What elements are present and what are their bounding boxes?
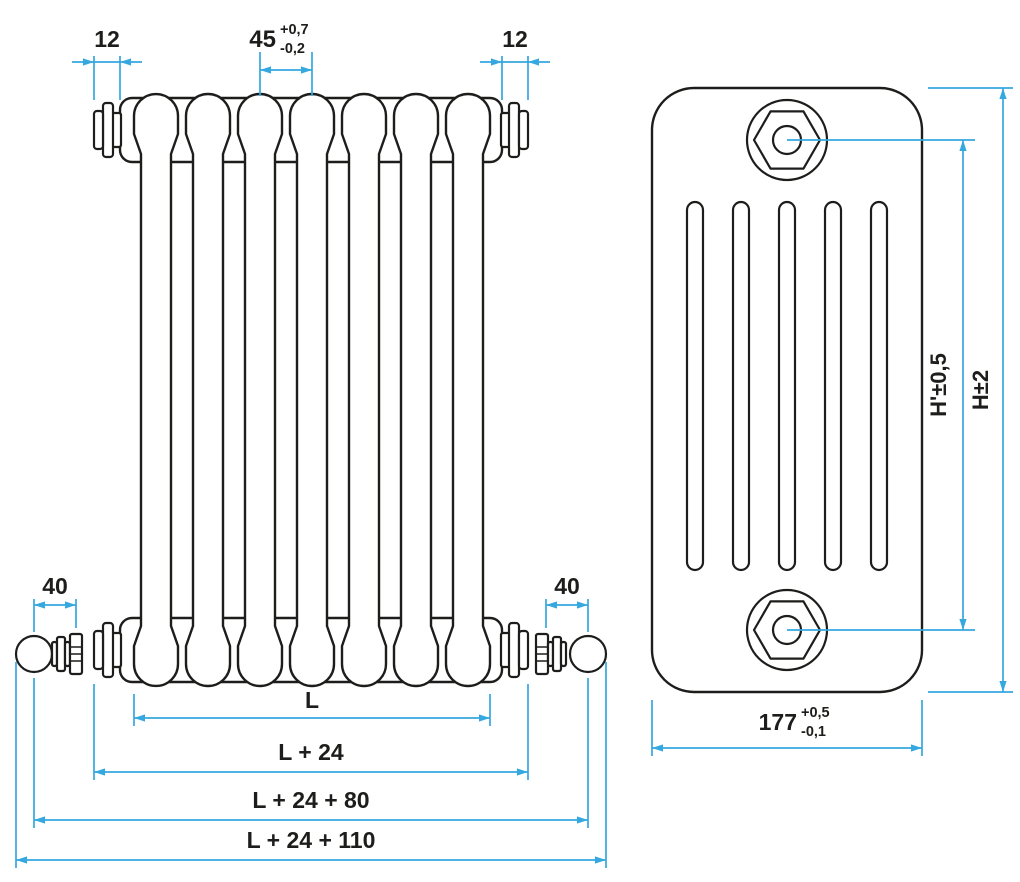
side-slot: [823, 200, 843, 572]
dim-length: L: [133, 687, 491, 726]
dim-length-tappings: L + 24: [93, 684, 529, 780]
radiator-columns: [132, 92, 492, 688]
valve-right: [534, 632, 608, 676]
radiator-column: [340, 92, 388, 688]
dim-overall-height: H±2: [928, 87, 1013, 693]
dim-top-left-offset-label: 12: [94, 26, 120, 52]
tapping-bottom-left: [92, 621, 123, 679]
dim-column-pitch: 45 +0,7 -0,2: [249, 22, 313, 96]
dim-length-label: L: [305, 687, 319, 713]
side-view: H'±0,5 H±2 177 +0,5 -0,1: [650, 86, 1013, 756]
radiator-column: [132, 92, 180, 688]
side-slot: [777, 200, 797, 572]
tapping-bottom-right: [499, 621, 530, 679]
radiator-column: [444, 92, 492, 688]
dim-depth: 177 +0,5 -0,1: [651, 700, 923, 756]
valve-left: [14, 632, 84, 676]
dim-overall-height-label: H±2: [968, 370, 993, 410]
dim-bottom-right-offset: 40: [545, 573, 589, 632]
dim-bottom-left-offset: 40: [33, 573, 77, 632]
radiator-column: [288, 92, 336, 688]
dim-top-left-offset: 12: [72, 26, 142, 100]
dim-length-valves-label: L + 24 + 80: [252, 787, 369, 813]
dim-length-tappings-label: L + 24: [278, 739, 344, 765]
dim-bottom-right-offset-label: 40: [554, 573, 580, 599]
radiator-column: [392, 92, 440, 688]
side-slots: [685, 200, 889, 572]
dim-length-overall-label: L + 24 + 110: [247, 827, 376, 853]
dim-top-right-offset: 12: [480, 26, 550, 100]
dim-tapping-axis-height-label: H'±0,5: [926, 353, 951, 417]
tapping-top-right: [499, 101, 530, 159]
dim-length-overall: L + 24 + 110: [15, 662, 607, 868]
tapping-top-left: [92, 101, 123, 159]
front-view: 12 12 45 +0,7 -0,2 40 40: [14, 22, 608, 868]
radiator-column: [184, 92, 232, 688]
dim-column-pitch-tol-plus: +0,7: [280, 22, 309, 38]
dim-tapping-axis-height: H'±0,5: [787, 139, 975, 631]
dim-top-right-offset-label: 12: [502, 26, 528, 52]
radiator-column: [236, 92, 284, 688]
dim-column-pitch-label: 45: [249, 26, 276, 53]
dim-depth-tol-plus: +0,5: [801, 705, 830, 721]
side-slot: [685, 200, 705, 572]
dim-length-valves: L + 24 + 80: [33, 678, 589, 828]
dim-depth-tol-minus: -0,1: [801, 724, 826, 740]
side-slot: [731, 200, 751, 572]
dim-bottom-left-offset-label: 40: [42, 573, 68, 599]
side-slot: [869, 200, 889, 572]
dim-depth-label: 177: [759, 709, 797, 735]
dim-column-pitch-tol-minus: -0,2: [280, 41, 305, 57]
